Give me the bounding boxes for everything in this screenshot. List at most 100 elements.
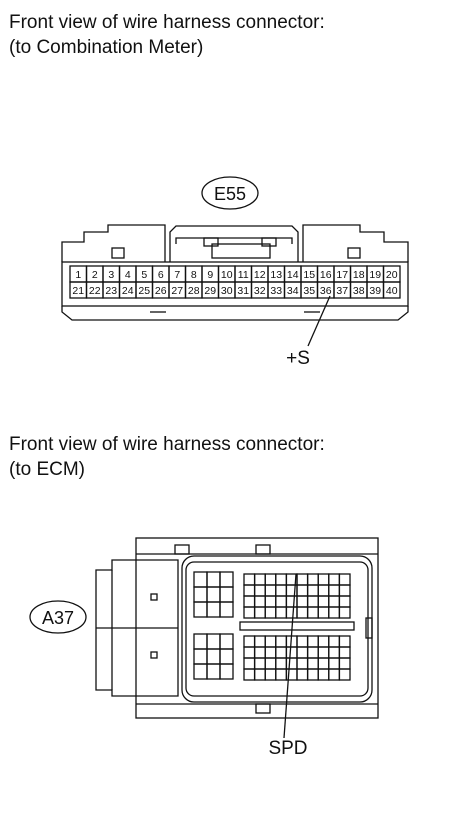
a37-cavity-top bbox=[317, 584, 330, 597]
a37-heading: Front view of wire harness connector: (t… bbox=[9, 432, 325, 482]
a37-cavity-top bbox=[328, 584, 341, 597]
a37-cavity-top bbox=[338, 606, 351, 619]
e55-pin-label: 34 bbox=[287, 285, 299, 297]
a37-top-clip-left bbox=[174, 544, 190, 555]
e55-pin-label: 1 bbox=[75, 269, 81, 281]
a37-cavity-top bbox=[338, 595, 351, 608]
a37-cavity-top bbox=[296, 573, 309, 586]
a37-cavity-top bbox=[317, 573, 330, 586]
a37-cavity-bottom bbox=[275, 646, 288, 659]
a37-cavity-bottom bbox=[253, 646, 266, 659]
e55-housing-left bbox=[61, 224, 166, 262]
e55-pin-label: 26 bbox=[155, 285, 167, 297]
a37-cavity-bottom bbox=[264, 646, 277, 659]
a37-cavity-bottom bbox=[253, 635, 266, 648]
a37-cavity-top bbox=[275, 606, 288, 619]
a37-cavity-top bbox=[264, 573, 277, 586]
a37-cavity-bottom bbox=[264, 668, 277, 681]
a37-callout-leader bbox=[283, 573, 297, 739]
e55-pin-label: 38 bbox=[353, 285, 365, 297]
a37-cavity-bottom bbox=[317, 646, 330, 659]
e55-pin-label: 8 bbox=[191, 269, 197, 281]
a37-cavity-top bbox=[306, 606, 319, 619]
e55-callout-leader bbox=[307, 295, 331, 347]
a37-cavity-bottom bbox=[264, 635, 277, 648]
a37-cavity-top bbox=[275, 595, 288, 608]
a37-cavity-bottom bbox=[243, 635, 256, 648]
e55-pin-label: 23 bbox=[105, 285, 117, 297]
a37-side-key bbox=[365, 617, 373, 639]
a37-cavity-bottom bbox=[317, 657, 330, 670]
a37-cavity-top bbox=[338, 584, 351, 597]
a37-cavity-bottom bbox=[243, 657, 256, 670]
e55-pin-label: 11 bbox=[238, 269, 249, 281]
e55-heading-line1: Front view of wire harness connector: bbox=[9, 12, 325, 33]
e55-pin-label: 19 bbox=[369, 269, 381, 281]
a37-cavity-small-top bbox=[206, 601, 221, 618]
a37-cavity-small-top bbox=[206, 586, 221, 603]
a37-cavity-bottom bbox=[328, 668, 341, 681]
a37-cavity-top bbox=[264, 606, 277, 619]
a37-cavity-small-top bbox=[193, 601, 208, 618]
e55-latch-tab-right bbox=[261, 237, 277, 247]
e55-latch-center bbox=[211, 243, 271, 259]
e55-pin-label: 18 bbox=[353, 269, 365, 281]
e55-pin-label: 36 bbox=[320, 285, 332, 297]
e55-pin-label: 35 bbox=[303, 285, 315, 297]
e55-pin-label: 16 bbox=[320, 269, 332, 281]
e55-latch bbox=[169, 225, 299, 262]
e55-pin-label: 4 bbox=[125, 269, 131, 281]
a37-cavity-top bbox=[243, 595, 256, 608]
a37-cavity-top bbox=[296, 584, 309, 597]
a37-heading-line1: Front view of wire harness connector: bbox=[9, 434, 325, 455]
a37-cavity-small-bottom bbox=[193, 633, 208, 650]
e55-pin-label: 15 bbox=[303, 269, 315, 281]
a37-cavity-top bbox=[306, 595, 319, 608]
e55-pin-label: 14 bbox=[287, 269, 299, 281]
a37-cavity-small-top bbox=[219, 571, 234, 588]
e55-pin-label: 17 bbox=[336, 269, 348, 281]
a37-cavity-top bbox=[253, 595, 266, 608]
a37-cavity-bottom bbox=[296, 646, 309, 659]
a37-lever-dot-bottom bbox=[150, 651, 158, 659]
a37-code-label: A37 bbox=[42, 608, 74, 628]
a37-cavity-bottom bbox=[306, 635, 319, 648]
a37-cavity-top bbox=[243, 606, 256, 619]
e55-pin-label: 13 bbox=[270, 269, 282, 281]
a37-cavity-small-top bbox=[219, 601, 234, 618]
a37-lever bbox=[95, 559, 179, 697]
a37-cavity-bottom bbox=[338, 657, 351, 670]
e55-housing-right bbox=[302, 224, 409, 262]
e55-pin-label: 10 bbox=[221, 269, 233, 281]
a37-cavity-bottom bbox=[328, 657, 341, 670]
a37-top-clip-right bbox=[255, 544, 271, 555]
a37-cavity-small-bottom bbox=[206, 648, 221, 665]
e55-pin-label: 29 bbox=[204, 285, 216, 297]
e55-pin-label: 5 bbox=[141, 269, 147, 281]
e55-body bbox=[61, 261, 409, 307]
a37-cavity-top bbox=[243, 573, 256, 586]
e55-latch-inner bbox=[175, 237, 293, 244]
e55-pin-label: 9 bbox=[207, 269, 213, 281]
a37-cavity-top bbox=[306, 573, 319, 586]
e55-pin-label: 3 bbox=[108, 269, 114, 281]
a37-cavity-small-bottom bbox=[193, 648, 208, 665]
a37-cavity-top bbox=[264, 584, 277, 597]
e55-pin-label: 24 bbox=[122, 285, 134, 297]
a37-cavity-top bbox=[328, 595, 341, 608]
e55-pin-label: 31 bbox=[237, 285, 249, 297]
e55-skirt bbox=[61, 306, 409, 321]
a37-cavity-top bbox=[264, 595, 277, 608]
a37-cavity-top bbox=[285, 606, 298, 619]
a37-cavity-bottom bbox=[338, 646, 351, 659]
a37-cavity-bottom bbox=[243, 668, 256, 681]
a37-cavity-bottom bbox=[285, 657, 298, 670]
e55-pin-label: 22 bbox=[89, 285, 101, 297]
e55-heading-line2: (to Combination Meter) bbox=[9, 37, 204, 58]
a37-callout-label: SPD bbox=[268, 738, 307, 759]
a37-cavity-top bbox=[317, 595, 330, 608]
a37-cavity-bottom bbox=[285, 646, 298, 659]
a37-lever-dot-top bbox=[150, 593, 158, 601]
